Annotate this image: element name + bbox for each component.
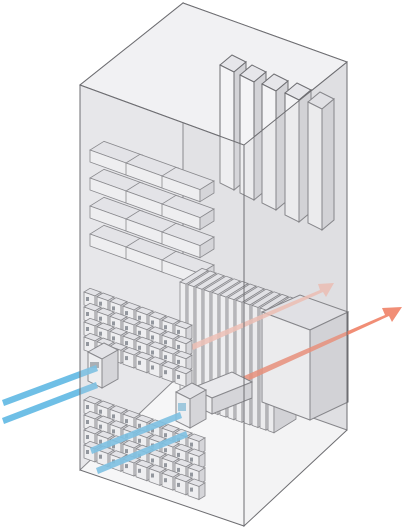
upper-shelves xyxy=(89,140,215,287)
cold-intake-flow xyxy=(2,365,188,474)
drive-bay-icon xyxy=(86,327,89,331)
drive-bay-icon xyxy=(164,478,167,483)
drive-bay-icon xyxy=(112,336,115,341)
drive-bay-icon xyxy=(151,320,154,325)
shelf-side xyxy=(199,236,215,259)
drive-bay-icon xyxy=(138,468,141,473)
drive-bay-icon xyxy=(138,423,141,428)
drive-bay-side xyxy=(198,482,206,501)
drive-bay-icon xyxy=(86,420,89,424)
drive-bay-icon xyxy=(125,341,128,346)
drive-bay-icon xyxy=(99,439,102,444)
drive-bay-icon xyxy=(138,438,141,443)
drive-bay-icon xyxy=(151,335,154,340)
drive-bay-icon xyxy=(112,321,115,326)
drive-bay-icon xyxy=(112,414,115,419)
drive-bay-icon xyxy=(99,301,102,306)
drive-bay-icon xyxy=(99,331,102,336)
drive-bay-icon xyxy=(177,467,180,472)
drive-bay-icon xyxy=(177,359,180,364)
drive-bay-icon xyxy=(138,345,141,350)
drive-bay-icon xyxy=(138,360,141,365)
airflow-arrow-icon xyxy=(2,382,98,424)
drive-bay-side xyxy=(198,467,206,486)
vertical-modules xyxy=(219,54,335,232)
airflow-arrow-icon xyxy=(90,412,182,454)
drive-bay-icon xyxy=(151,365,154,370)
drive-bay-icon xyxy=(177,482,180,487)
drive-bay-icon xyxy=(125,449,128,454)
drive-bay-icon xyxy=(164,370,167,375)
drive-bay-icon xyxy=(86,297,89,301)
drive-bay-icon xyxy=(164,448,167,453)
drive-bay-icon xyxy=(125,311,128,316)
airflow-arrow-icon xyxy=(190,283,334,350)
drive-bay-icon xyxy=(177,329,180,334)
drive-bay-icon xyxy=(125,464,128,469)
drive-bay-icon xyxy=(138,315,141,320)
drive-bay-icon xyxy=(164,340,167,345)
large-chassis-block xyxy=(260,294,350,421)
vertical-module xyxy=(284,82,312,224)
drive-bay-icon xyxy=(177,452,180,457)
drive-bay-icon xyxy=(190,472,193,477)
airflow-arrow-icon xyxy=(96,431,188,474)
drive-bay-side xyxy=(185,354,193,373)
drive-bay-icon xyxy=(164,355,167,360)
vertical-module xyxy=(307,91,335,232)
cabinet-front-frame xyxy=(79,60,348,528)
drive-bay-side xyxy=(185,324,193,343)
drive-bay-icon xyxy=(99,424,102,429)
airflow-arrow-icon xyxy=(2,365,98,406)
drive-bay-icon xyxy=(151,350,154,355)
drive-bay-icon xyxy=(112,444,115,449)
drive-bay-icon xyxy=(190,442,193,447)
airflow-arrow-icon xyxy=(200,307,402,401)
drive-bay-icon xyxy=(86,342,89,346)
drive-bay-icon xyxy=(86,312,89,316)
drive-bay-icon xyxy=(86,435,89,439)
drive-bay-icon xyxy=(112,306,115,311)
drive-bay-icon xyxy=(86,405,89,409)
drive-bay-icon xyxy=(164,463,167,468)
shelf-side xyxy=(199,208,215,231)
drive-bay-icon xyxy=(138,330,141,335)
drive-bay-side xyxy=(185,339,193,358)
drive-bay-icon xyxy=(164,433,167,438)
drive-bay-icon xyxy=(190,487,193,492)
fan-module-icon xyxy=(90,362,99,368)
drive-bay-icon xyxy=(112,429,115,434)
shelf-side xyxy=(199,180,215,203)
power-supply xyxy=(174,382,208,429)
drive-bay-icon xyxy=(151,458,154,463)
drive-bay-icon xyxy=(125,356,128,361)
drive-bay-icon xyxy=(125,326,128,331)
drive-bay-icon xyxy=(151,473,154,478)
drive-bay-icon xyxy=(177,374,180,379)
drive-bay-icon xyxy=(151,428,154,433)
drive-bay-icon xyxy=(125,419,128,424)
drive-bay-side xyxy=(198,437,206,456)
drive-bay-icon xyxy=(99,454,102,459)
drive-bay-icon xyxy=(190,457,193,462)
drive-bay-icon xyxy=(99,409,102,414)
drive-bay-icon xyxy=(86,450,89,454)
power-supply-icon xyxy=(178,403,186,411)
drive-bay-side xyxy=(198,452,206,471)
drive-bay-icon xyxy=(99,316,102,321)
drive-bay-icon xyxy=(177,344,180,349)
drive-bay-icon xyxy=(164,325,167,330)
